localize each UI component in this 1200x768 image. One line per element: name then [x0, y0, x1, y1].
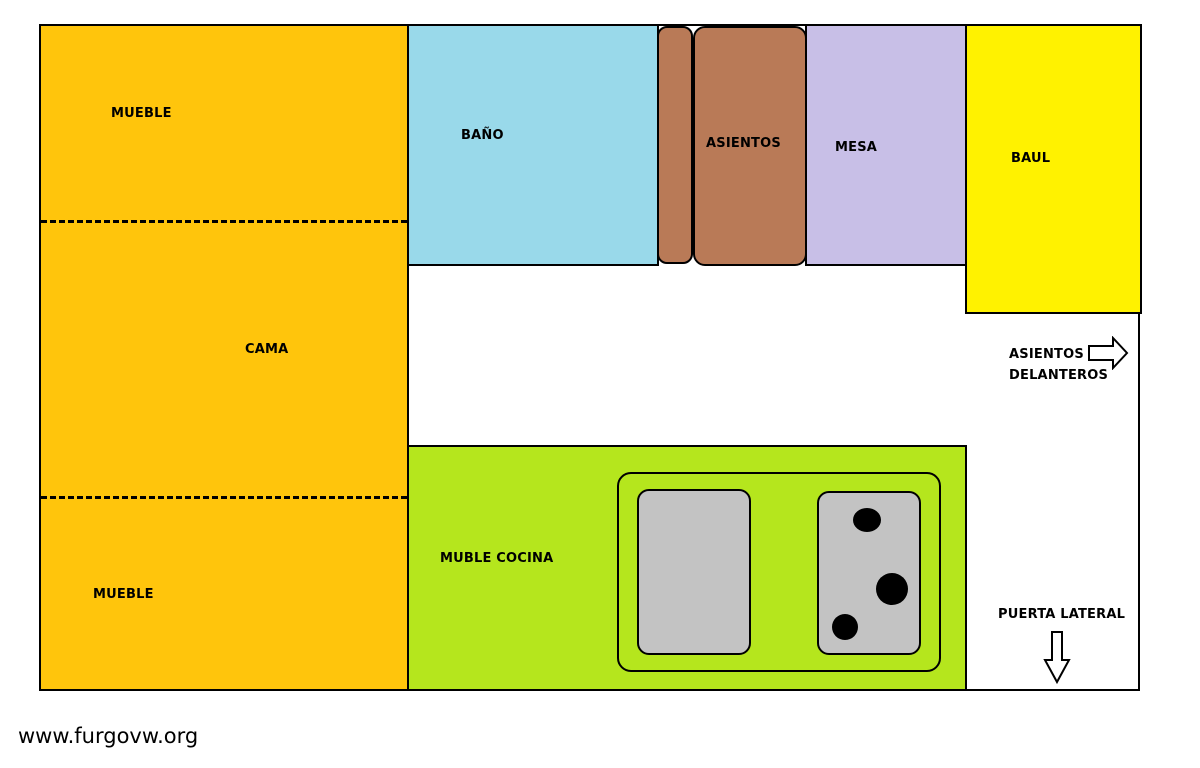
- divider-bottom: [41, 496, 407, 499]
- asientos-delanteros-line2: DELANTEROS: [1009, 368, 1109, 383]
- cama-label: CAMA: [245, 342, 289, 357]
- bed-furniture-block: [39, 24, 409, 691]
- mesa-label: MESA: [835, 140, 878, 155]
- seat-backrest: [657, 26, 693, 264]
- floor-plan: MUEBLE CAMA MUEBLE BAÑO ASIENTOS MESA BA…: [39, 24, 1142, 691]
- trunk-zone: [965, 24, 1142, 314]
- arrow-down-icon: [1043, 631, 1071, 685]
- mueble-top-label: MUEBLE: [111, 106, 172, 121]
- bano-label: BAÑO: [461, 128, 504, 143]
- seat-cushion: [693, 26, 807, 266]
- sink: [637, 489, 751, 655]
- baul-label: BAUL: [1011, 151, 1051, 166]
- asientos-delanteros-line1: ASIENTOS: [1009, 347, 1084, 362]
- burner-large-icon: [876, 573, 908, 605]
- watermark: www.furgovw.org: [18, 724, 199, 748]
- arrow-right-icon: [1088, 336, 1129, 370]
- bathroom-zone: [407, 24, 659, 266]
- mueble-bottom-label: MUEBLE: [93, 587, 154, 602]
- burner-small-icon: [832, 614, 858, 640]
- burner-small-icon: [853, 508, 881, 532]
- burner-icons: [832, 508, 908, 640]
- muble-cocina-label: MUBLE COCINA: [440, 551, 554, 566]
- table-zone: [805, 24, 967, 266]
- puerta-lateral-label: PUERTA LATERAL: [998, 607, 1126, 622]
- divider-top: [41, 220, 407, 223]
- asientos-label: ASIENTOS: [706, 136, 781, 151]
